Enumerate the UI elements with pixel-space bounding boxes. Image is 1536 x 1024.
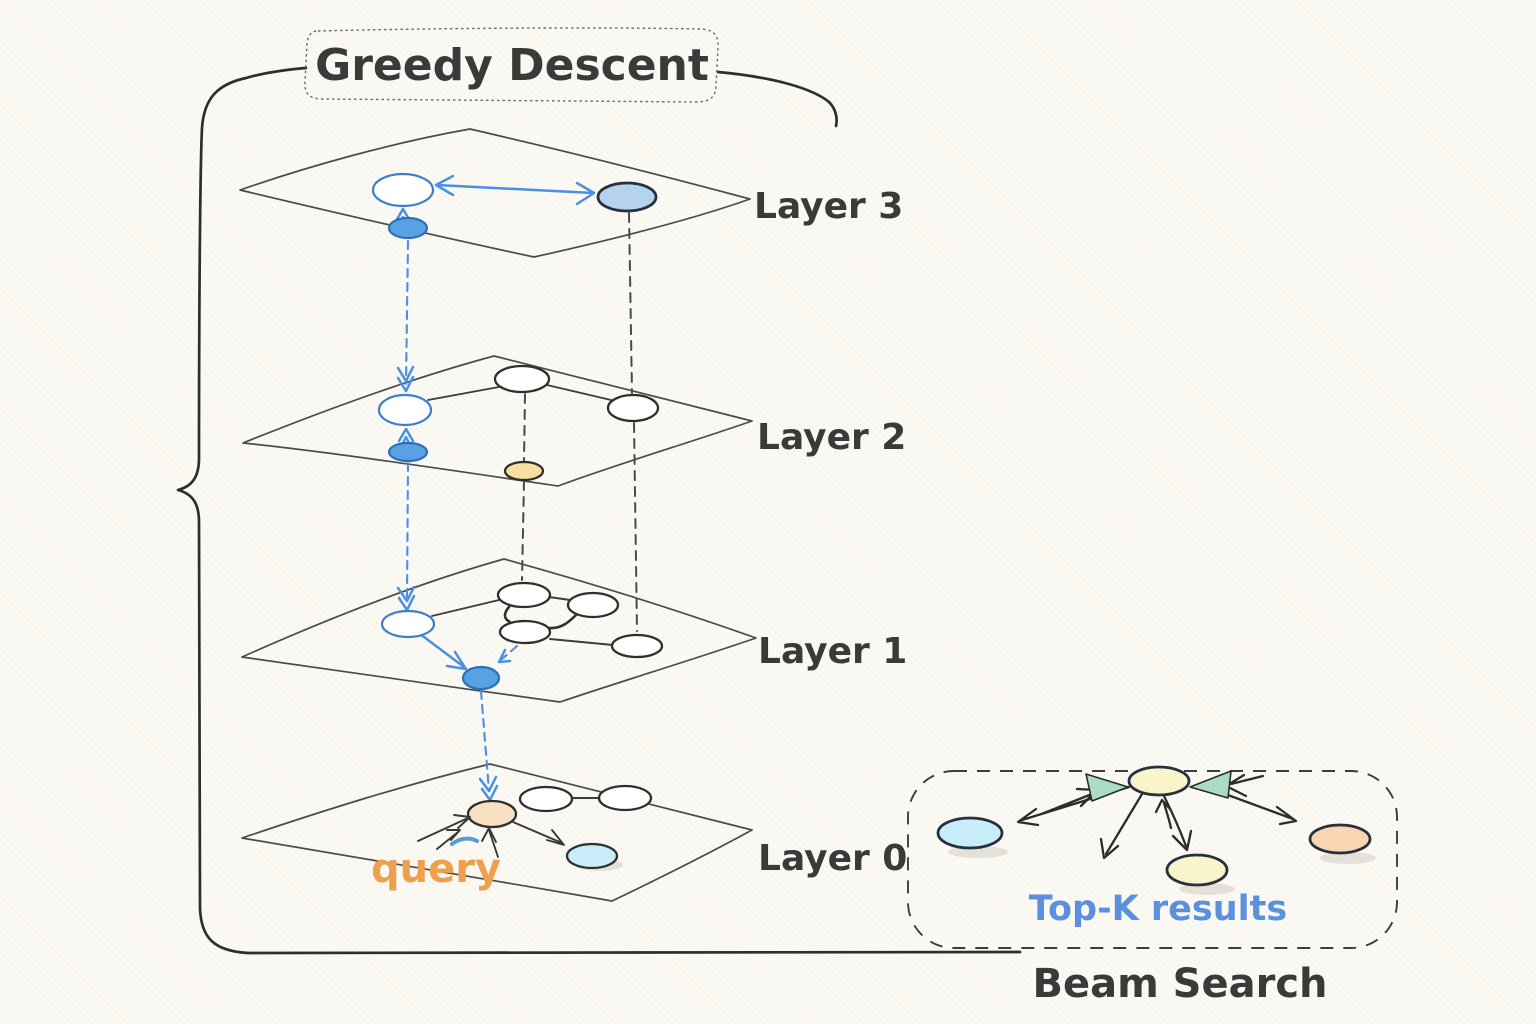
beam-return-right-head bbox=[1189, 770, 1232, 799]
beam-return-right-tail bbox=[1224, 773, 1265, 798]
query-arrow-below bbox=[481, 827, 499, 858]
bracket-right-curl bbox=[716, 70, 838, 128]
layer-planes bbox=[239, 128, 757, 902]
layer0-node-a bbox=[518, 785, 574, 813]
layer1-descent-dot bbox=[461, 665, 501, 691]
beam-orange-shadow bbox=[1320, 852, 1376, 864]
layer1-edge-b bbox=[548, 596, 571, 601]
title-box-border bbox=[304, 27, 719, 103]
beam-cyan-node bbox=[936, 816, 1004, 850]
layer3-hop-head-left bbox=[434, 174, 455, 197]
beam-return-left-tail bbox=[1042, 787, 1099, 815]
projection-line-right-upper bbox=[628, 212, 633, 394]
layer0-label: Layer 0 bbox=[758, 838, 907, 879]
layer1-hop-line bbox=[418, 632, 466, 669]
layer1-node-top bbox=[496, 581, 552, 609]
layer1-node-mid bbox=[566, 591, 620, 619]
beam-arrow-down bbox=[1162, 794, 1193, 852]
bracket-left-brace bbox=[176, 66, 1022, 955]
layer3-descent-dot bbox=[387, 216, 429, 240]
layer1-nodes bbox=[380, 581, 664, 691]
layer3-label: Layer 3 bbox=[754, 186, 903, 227]
layer1-plane bbox=[241, 558, 757, 703]
layer1-hop-head bbox=[445, 650, 468, 671]
arrowhead-into-layer2-node bbox=[396, 365, 415, 393]
layer2-node-right bbox=[606, 393, 660, 423]
layer3-entry-node bbox=[371, 172, 435, 208]
layer1-edge-e bbox=[549, 638, 614, 646]
beam-yellow-node bbox=[1165, 853, 1229, 887]
descent-dash-2to1 bbox=[405, 461, 410, 600]
beam-arrow-right bbox=[1215, 789, 1298, 826]
beam-arrow-up-small bbox=[1154, 798, 1173, 830]
beam-search-panel: Top-K results Beam Search bbox=[907, 765, 1398, 1007]
layer3-nodes bbox=[371, 172, 658, 240]
layer2-label: Layer 2 bbox=[757, 417, 906, 458]
arrow-to-result bbox=[512, 821, 565, 846]
layer0-plane bbox=[241, 763, 753, 902]
layer1-hop-dashed-head bbox=[497, 648, 512, 664]
beam-box-border bbox=[907, 770, 1398, 949]
layer2-current-node bbox=[377, 393, 433, 427]
query-accent-stroke bbox=[450, 836, 479, 846]
layer-labels: Layer 3 Layer 2 Layer 1 Layer 0 bbox=[754, 186, 907, 879]
title: Greedy Descent bbox=[315, 40, 709, 91]
layer2-edge-left bbox=[427, 386, 500, 401]
projection-lines bbox=[521, 212, 638, 632]
beam-return-left-head bbox=[1085, 773, 1129, 802]
query-label: query bbox=[371, 846, 501, 892]
beam-root-node bbox=[1127, 765, 1191, 797]
descent-dash-3to2 bbox=[404, 239, 410, 386]
layer1-node-low bbox=[498, 619, 552, 645]
greedy-descent-bracket bbox=[176, 66, 1022, 955]
layer1-edge-c bbox=[503, 605, 512, 624]
projection-line-mid-upper bbox=[523, 393, 526, 462]
topk-label: Top-K results bbox=[1029, 889, 1287, 929]
descent-dash-1to0 bbox=[479, 689, 491, 793]
layer1-current-node bbox=[380, 609, 436, 639]
layer2-node-top bbox=[493, 364, 551, 394]
query-arrow-long bbox=[417, 814, 471, 842]
layer3-plane bbox=[239, 128, 751, 258]
layer1-edge-a bbox=[431, 599, 500, 617]
beam-caption: Beam Search bbox=[1032, 961, 1327, 1007]
layer2-edge-right bbox=[546, 384, 612, 401]
beam-orange-node bbox=[1308, 823, 1372, 855]
projection-line-mid-lower bbox=[521, 480, 525, 581]
layer1-label: Layer 1 bbox=[758, 631, 907, 672]
layer2-nodes bbox=[377, 364, 660, 482]
layer2-plane bbox=[242, 355, 753, 487]
layer3-hop-line bbox=[435, 183, 595, 195]
layer2-wheat-dot bbox=[503, 460, 545, 482]
layer0-result-node bbox=[565, 842, 619, 870]
layer1-node-right bbox=[610, 633, 664, 659]
layer0-query-node bbox=[466, 799, 518, 829]
beam-arrow-downleft bbox=[1099, 792, 1144, 860]
layer3-hop-head-right bbox=[575, 181, 596, 206]
layer0-nodes: query bbox=[371, 784, 653, 892]
title-box: Greedy Descent bbox=[304, 27, 719, 103]
projection-line-right-lower bbox=[633, 422, 638, 632]
layer1-hop-dashed bbox=[500, 644, 519, 661]
descent-path bbox=[394, 174, 596, 802]
query-arrow-short bbox=[436, 829, 461, 850]
layer1-edge-d bbox=[547, 612, 579, 630]
layer2-descent-dot bbox=[387, 441, 429, 463]
layer3-neighbor-node bbox=[596, 181, 658, 213]
layer0-node-b bbox=[597, 784, 653, 812]
